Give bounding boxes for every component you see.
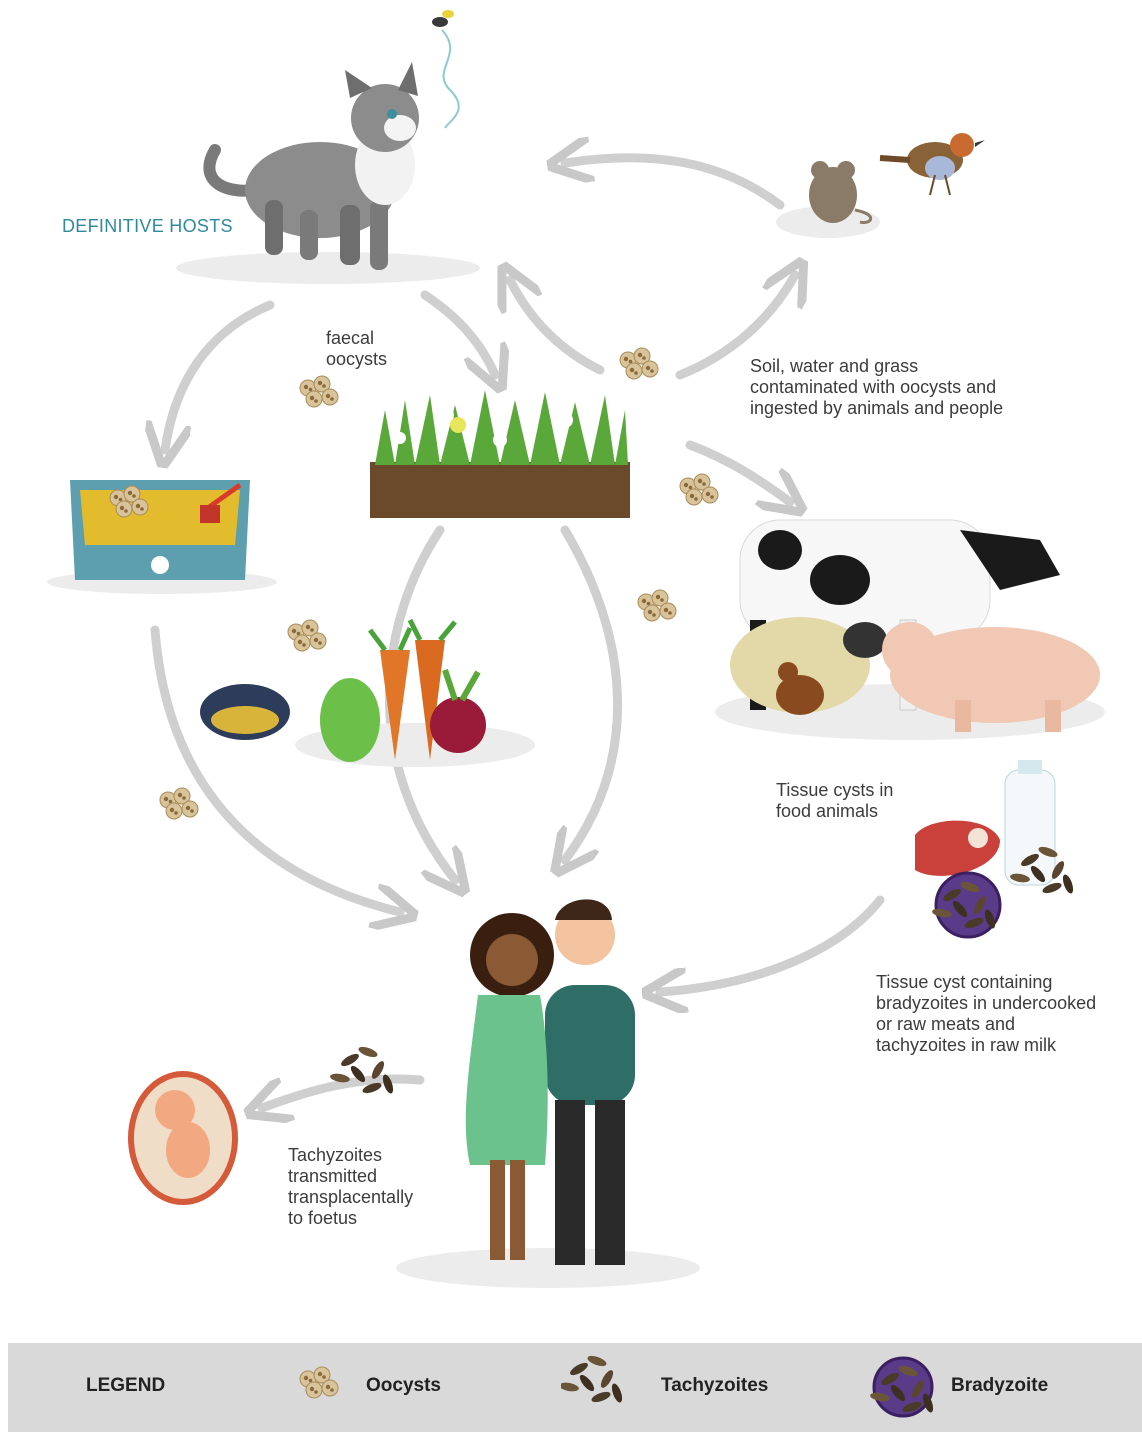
couple-illustration	[396, 899, 700, 1288]
transplacental-label: Tachyzoites transmitted transplacentally…	[288, 1145, 414, 1228]
legend-title: LEGEND	[86, 1375, 166, 1396]
faecal-line-2: oocysts	[326, 349, 387, 369]
bradyzoite-icon	[869, 1356, 936, 1418]
faecal-oocysts-label: faecal oocysts	[326, 328, 387, 369]
faecal-line-1: faecal	[326, 328, 374, 348]
cycle-arrows	[155, 158, 885, 1108]
legend-bar: LEGEND Oocysts Tachyzoites Bradyzoite	[8, 1343, 1142, 1432]
tissue-cyst-meat-milk-label: Tissue cyst containing bradyzoites in un…	[876, 972, 1097, 1055]
oocysts-icon	[299, 1366, 339, 1399]
farm-animals-illustration	[715, 519, 1105, 740]
litter-box-illustration	[47, 480, 277, 594]
soil-grass-illustration	[370, 390, 630, 518]
tachyzoites-icon	[561, 1353, 625, 1405]
legend-oocysts-label: Oocysts	[366, 1375, 441, 1396]
tissue-cysts-food-animals-label: Tissue cysts in food animals	[776, 780, 894, 821]
meat-milk-illustration	[915, 760, 1076, 939]
definitive-hosts-label: DEFINITIVE HOSTS	[62, 216, 233, 236]
legend-bradyzoite-label: Bradyzoite	[951, 1375, 1049, 1396]
cat-illustration	[176, 62, 480, 284]
vegetables-mussel-illustration	[200, 618, 535, 767]
fly-illustration	[432, 10, 460, 129]
soil-water-grass-label: Soil, water and grass contaminated with …	[750, 356, 1004, 418]
rodent-and-bird-illustration	[776, 133, 985, 238]
fetus-illustration	[128, 1071, 238, 1205]
legend-tachyzoites-label: Tachyzoites	[661, 1375, 769, 1396]
